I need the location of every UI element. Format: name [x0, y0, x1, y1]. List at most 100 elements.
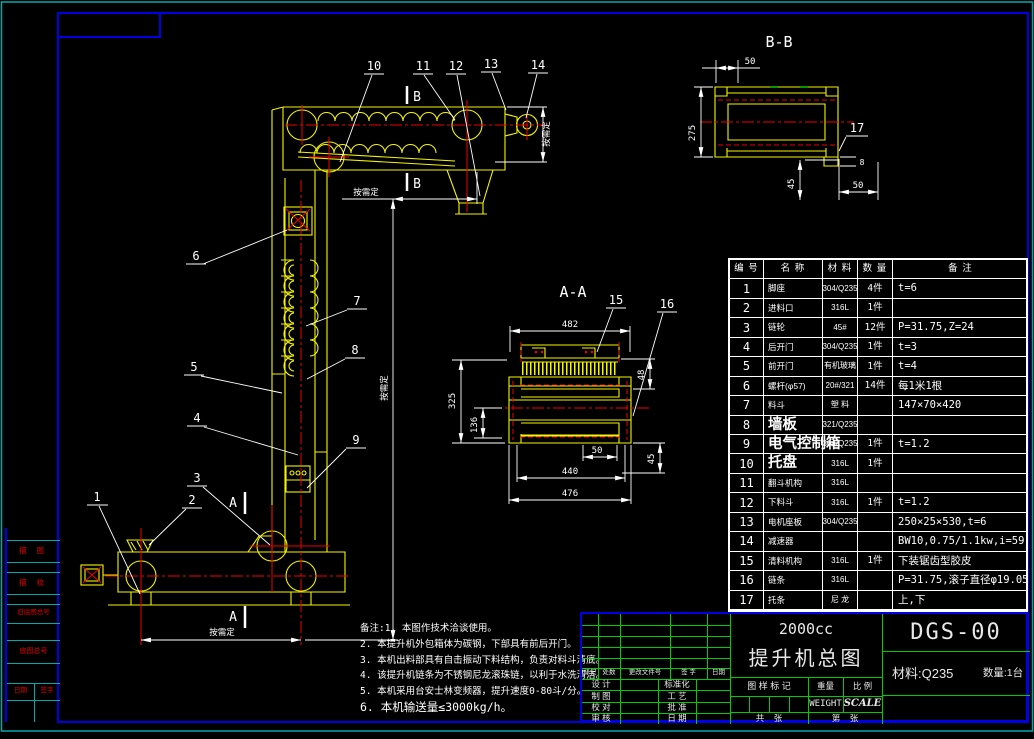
parts-cell: 304/Q235 [822, 337, 858, 358]
parts-cell: 316L [823, 493, 858, 513]
parts-cell: 托盘 [764, 454, 823, 474]
dim-fit-right: 按需定 [541, 121, 552, 147]
parts-cell [823, 532, 858, 552]
role-design: 设 计 [591, 679, 611, 690]
rev-header-date: 日期 [712, 669, 725, 677]
balloon-6: 6 [192, 249, 199, 263]
dim-aa-325: 325 [448, 393, 458, 409]
parts-cell: 电机座板 [764, 512, 823, 533]
balloon-15: 15 [609, 293, 623, 307]
rev-header-doc: 更改文件号 [628, 669, 662, 677]
parts-cell: 4 [730, 337, 764, 358]
parts-cell: 45# [823, 318, 858, 338]
parts-cell: 减速器 [764, 532, 823, 552]
stamp-label: 图 样 标 记 [747, 681, 791, 691]
parts-cell: 1 [730, 279, 764, 299]
parts-cell: 翻斗机构 [764, 473, 823, 494]
dim-fit-top: 按需定 [353, 187, 379, 198]
parts-cell: 3 [730, 318, 764, 338]
margin-label-sign: 签字 [40, 687, 54, 695]
dim-fit-height: 按需定 [379, 375, 390, 401]
balloon-10: 10 [367, 59, 381, 73]
parts-cell [893, 416, 1028, 435]
section-bb [714, 86, 839, 167]
margin-label-old-no: 旧底图总号 [17, 609, 50, 617]
parts-cell: 前开门 [764, 357, 823, 377]
section-mark-a: A [229, 610, 237, 625]
parts-cell: 16 [730, 571, 764, 591]
balloon-underlines [87, 71, 868, 509]
sheet-total: 共 张 [755, 712, 783, 723]
parts-cell: 321/Q235 [822, 415, 858, 435]
dim-aa-48: 48 [637, 370, 647, 381]
note-line: 5. 本机采用台安士林变频器，提升速度0-80斗/分。 [360, 686, 587, 698]
balloon-16: 16 [660, 297, 674, 311]
parts-cell: 墙板 [764, 415, 823, 435]
parts-cell: 1件 [858, 493, 893, 513]
parts-cell: 9 [730, 435, 764, 455]
dim-fit-bottom: 按需定 [209, 627, 235, 638]
dim-aa-136: 136 [470, 417, 480, 433]
rev-header-sign: 签 字 [681, 669, 696, 677]
main-view [80, 106, 539, 606]
parts-cell: 1件 [858, 337, 893, 358]
parts-cell: 304/Q235 [822, 435, 858, 455]
parts-cell: 8 [730, 415, 764, 435]
parts-cell: 上,下 [893, 591, 1028, 610]
role-approve: 批 准 [667, 702, 687, 713]
parts-header: 备 注 [893, 260, 1028, 280]
rev-header-count: 处数 [602, 669, 616, 677]
parts-cell: 316L [823, 298, 858, 319]
elevator-casing [271, 106, 518, 552]
note-line: 备注:1. 本图作技术洽谈使用。 [360, 623, 497, 634]
margin-label-date: 日期 [14, 687, 27, 695]
role-draw: 制 图 [591, 690, 611, 701]
parts-cell: 13 [730, 512, 764, 533]
parts-cell: 后开门 [764, 337, 823, 358]
parts-cell: 316L [823, 454, 858, 474]
vibrating-plate [285, 465, 311, 493]
parts-header: 名 称 [764, 260, 823, 280]
role-date: 日 期 [667, 713, 687, 724]
parts-cell: 5 [730, 357, 764, 377]
balloon-9: 9 [352, 433, 359, 447]
parts-cell: 14 [730, 532, 764, 552]
balloon-14: 14 [531, 58, 545, 72]
weight-en: WEIGHT [809, 698, 842, 709]
sheet-index: 第 张 [831, 712, 859, 723]
scale-en: SCALE [843, 698, 882, 709]
dim-aa-476: 476 [562, 489, 578, 499]
balloon-4: 4 [193, 411, 200, 425]
parts-cell: 尼 龙 [823, 590, 858, 610]
parts-cell: 7 [730, 396, 764, 416]
section-mark-b: B [413, 90, 421, 105]
dim-aa-440: 440 [562, 467, 578, 477]
parts-cell: 1件 [858, 551, 893, 572]
dim-aa-50: 50 [592, 446, 603, 456]
takeup-bearing [80, 564, 104, 586]
parts-cell [893, 454, 1028, 474]
margin-label-trace: 描 图 [18, 546, 49, 556]
scale-label: 比 例 [852, 681, 873, 692]
section-cut-bars [243, 86, 409, 628]
role-process: 工 艺 [667, 690, 687, 701]
rev-header-mark: 标记 [583, 669, 597, 677]
note-line: 6. 本机输送量≤3000kg/h。 [360, 699, 513, 714]
parts-cell [858, 512, 893, 533]
parts-cell: 316L [823, 473, 858, 494]
parts-cell: t=6 [893, 279, 1028, 299]
tech-notes: 备注:1. 本图作技术洽谈使用。2. 本提升机外包箱体为碳钢，下部具有前后开门。… [360, 621, 605, 716]
parts-cell: 清料机构 [764, 551, 823, 572]
frame-corner-box [57, 12, 161, 38]
head-buckets [317, 112, 455, 122]
parts-cell: 20#/321 [823, 376, 858, 397]
parts-cell [858, 396, 893, 416]
parts-cell: 料斗 [764, 396, 823, 416]
parts-cell [893, 474, 1028, 494]
parts-cell [858, 532, 893, 552]
role-audit: 审 核 [591, 713, 611, 724]
parts-cell: 250×25×530,t=6 [893, 513, 1028, 533]
head-buckets [299, 144, 437, 154]
